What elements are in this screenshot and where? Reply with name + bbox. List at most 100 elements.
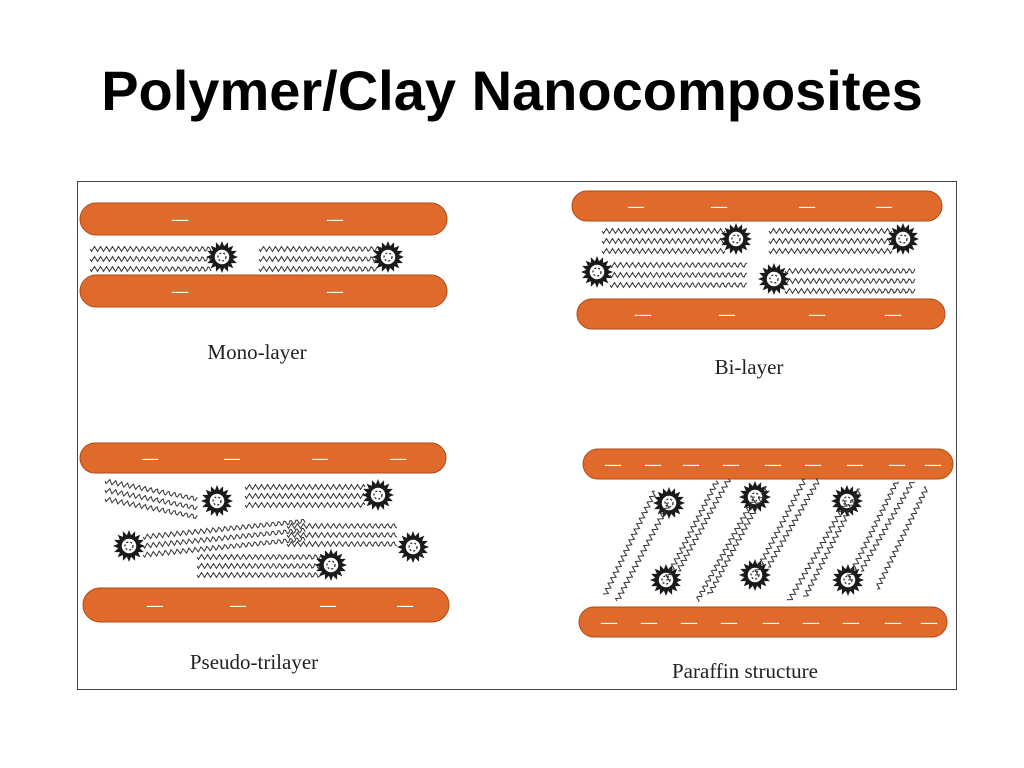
clay-layer [576, 298, 946, 330]
surfactant-head [758, 263, 790, 295]
surfactant-head [887, 223, 919, 255]
negative-charge-mark: — [682, 456, 700, 473]
panel-caption-pseudo-trilayer: Pseudo-trilayer [190, 650, 318, 674]
negative-charge-mark: — [808, 306, 826, 323]
alkyl-chain [244, 492, 366, 500]
alkyl-chain [784, 277, 916, 285]
alkyl-chain [677, 478, 732, 572]
clay-layer [79, 274, 448, 308]
alkyl-chain [707, 486, 768, 595]
head-pattern [843, 575, 853, 585]
negative-charge-mark: — [634, 306, 652, 323]
negative-charge-mark: — [171, 283, 189, 300]
alkyl-chain [768, 227, 893, 235]
alkyl-chain [104, 496, 198, 519]
clay-layer [79, 202, 448, 236]
head-pattern [124, 541, 134, 551]
negative-charge-mark: — [326, 283, 344, 300]
clay-layer [571, 190, 943, 222]
alkyl-chain [601, 237, 726, 245]
head-pattern [664, 498, 674, 508]
surfactant-head [720, 223, 752, 255]
head-core [379, 248, 397, 266]
alkyl-chain [196, 571, 322, 579]
negative-charge-mark: — [627, 198, 645, 215]
head-pattern [212, 496, 222, 506]
negative-charge-mark: — [171, 211, 189, 228]
surfactant-head [372, 241, 404, 273]
negative-charge-mark: — [644, 456, 662, 473]
panel-pseudo-trilayer: Pseudo-trilayer ———————— [79, 442, 450, 674]
head-pattern [408, 542, 418, 552]
surfactant-head [201, 485, 233, 517]
surfactant-head [397, 531, 429, 563]
alkyl-chain [258, 265, 378, 273]
negative-charge-mark: — [884, 306, 902, 323]
alkyl-chain [286, 540, 398, 548]
negative-charge-mark: — [846, 456, 864, 473]
negative-charge-mark: — [764, 456, 782, 473]
negative-charge-mark: — [924, 456, 942, 473]
negative-charge-mark: — [229, 597, 247, 614]
head-core [765, 270, 783, 288]
head-pattern [373, 490, 383, 500]
alkyl-chain [767, 478, 820, 568]
alkyl-chain [89, 255, 212, 263]
head-pattern [592, 267, 602, 277]
negative-charge-mark: — [718, 306, 736, 323]
head-pattern [383, 252, 393, 262]
surfactant-head [206, 241, 238, 273]
head-core [369, 486, 387, 504]
alkyl-chain [286, 522, 398, 530]
surfactant-head [362, 479, 394, 511]
head-core [120, 537, 138, 555]
negative-charge-mark: — [720, 614, 738, 631]
alkyl-chain [601, 247, 726, 255]
alkyl-chain [104, 478, 198, 501]
negative-charge-mark: — [389, 450, 407, 467]
negative-charge-mark: — [146, 597, 164, 614]
alkyl-chain [784, 287, 916, 295]
alkyl-chain [196, 553, 322, 561]
negative-charge-mark: — [600, 614, 618, 631]
negative-charge-mark: — [396, 597, 414, 614]
panel-bi-layer: Bi-layer ———————— [571, 190, 946, 379]
head-pattern [326, 560, 336, 570]
alkyl-chain [768, 237, 893, 245]
negative-charge-mark: — [319, 597, 337, 614]
head-core [727, 230, 745, 248]
panel-paraffin-structure: Paraffin structure —————————————————— [578, 448, 954, 683]
negative-charge-mark: — [710, 198, 728, 215]
alkyl-chain [696, 496, 756, 603]
panel-caption-paraffin-structure: Paraffin structure [672, 659, 818, 683]
alkyl-chain [784, 267, 916, 275]
surfactant-head [581, 256, 613, 288]
negative-charge-mark: — [920, 614, 938, 631]
clay-layer [79, 442, 447, 474]
head-core [404, 538, 422, 556]
negative-charge-mark: — [875, 198, 893, 215]
negative-charge-mark: — [842, 614, 860, 631]
negative-charge-mark: — [798, 198, 816, 215]
alkyl-chain [754, 478, 806, 576]
head-pattern [842, 496, 852, 506]
negative-charge-mark: — [640, 614, 658, 631]
alkyl-chain [258, 255, 378, 263]
alkyl-chain [244, 483, 366, 491]
head-core [588, 263, 606, 281]
negative-charge-mark: — [311, 450, 329, 467]
negative-charge-mark: — [141, 450, 159, 467]
alkyl-chain [609, 261, 748, 269]
alkyl-chain [875, 486, 928, 590]
alkyl-chain [768, 247, 893, 255]
alkyl-chain [142, 519, 306, 541]
head-core [213, 248, 231, 266]
slide-title: Polymer/Clay Nanocomposites [101, 59, 923, 122]
head-core [208, 492, 226, 510]
alkyl-chain [609, 281, 748, 289]
alkyl-chain [846, 481, 899, 581]
panel-mono-layer: Mono-layer ———— [79, 202, 448, 364]
alkyl-chain [286, 531, 398, 539]
alkyl-chain [258, 245, 378, 253]
panel-caption-mono-layer: Mono-layer [207, 340, 306, 364]
